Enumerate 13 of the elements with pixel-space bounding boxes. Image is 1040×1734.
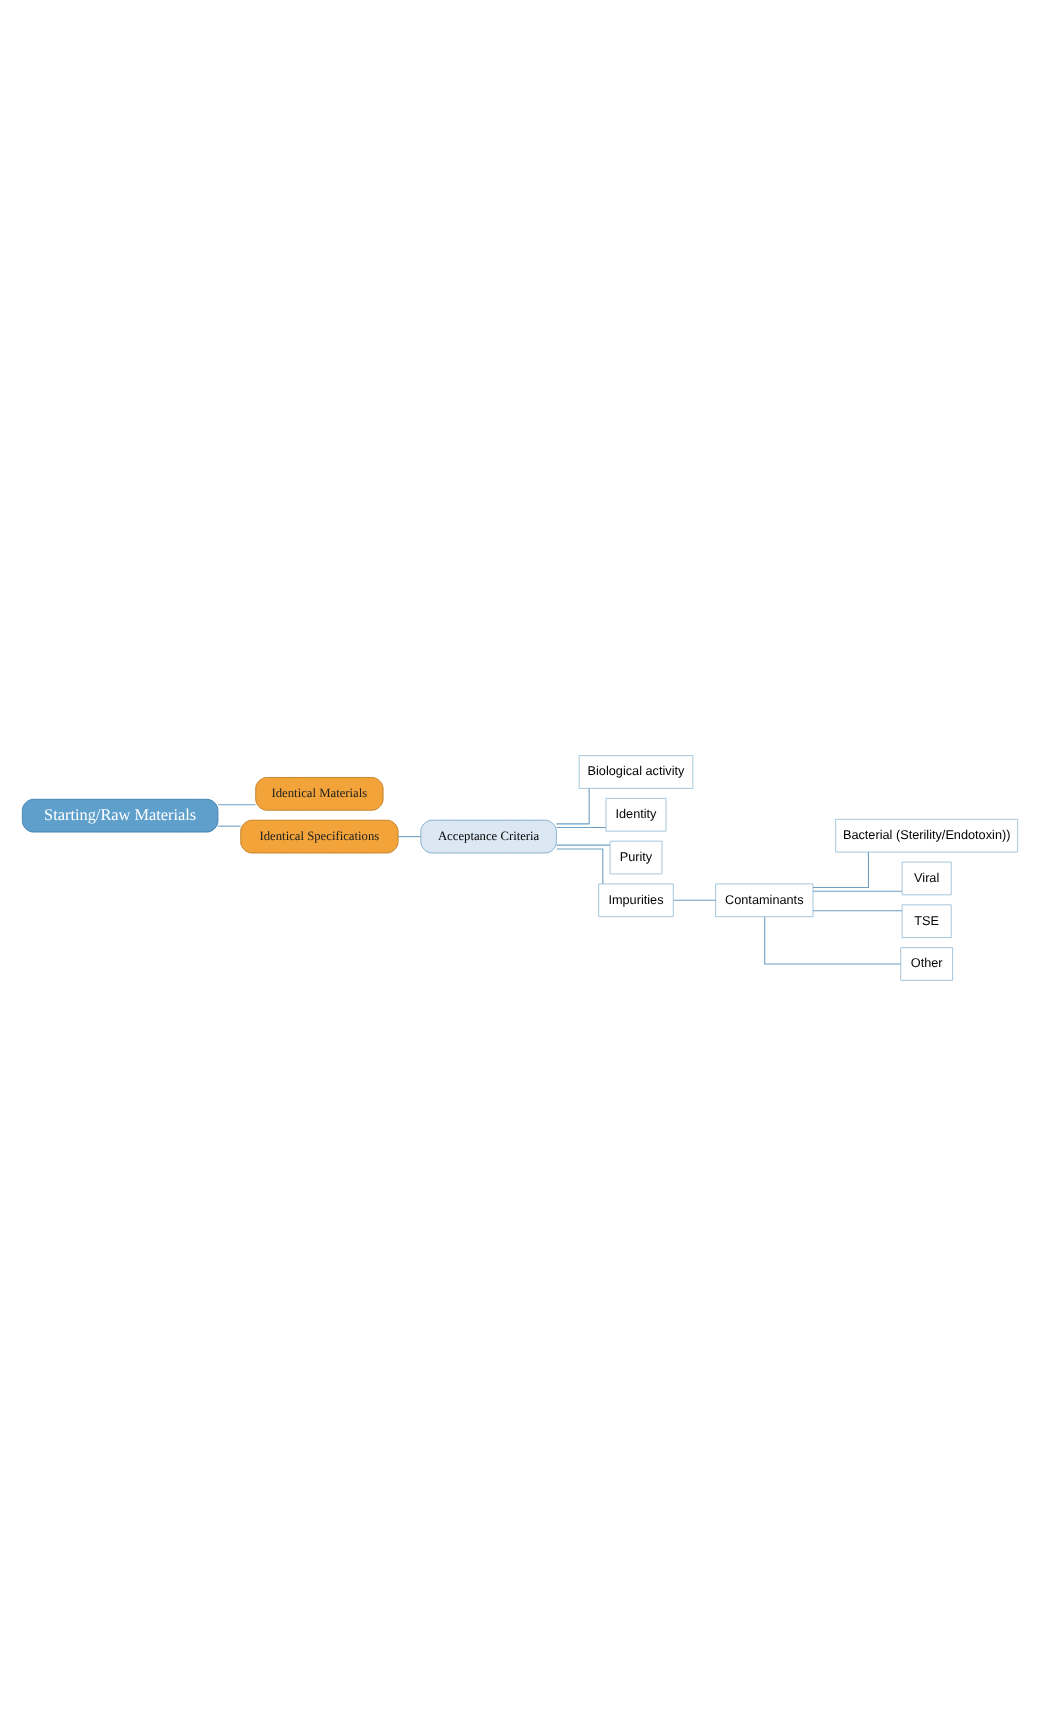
connector bbox=[764, 915, 902, 964]
connector bbox=[812, 889, 903, 891]
connector bbox=[672, 898, 717, 900]
connector bbox=[812, 850, 869, 888]
connector bbox=[555, 786, 590, 824]
connector bbox=[556, 843, 611, 845]
connector bbox=[812, 909, 903, 911]
node-box: Starting/Raw Materials bbox=[21, 797, 219, 832]
connector bbox=[217, 824, 242, 826]
connector bbox=[556, 825, 607, 828]
connector bbox=[397, 835, 422, 837]
connector bbox=[217, 803, 257, 805]
connector bbox=[556, 847, 604, 884]
